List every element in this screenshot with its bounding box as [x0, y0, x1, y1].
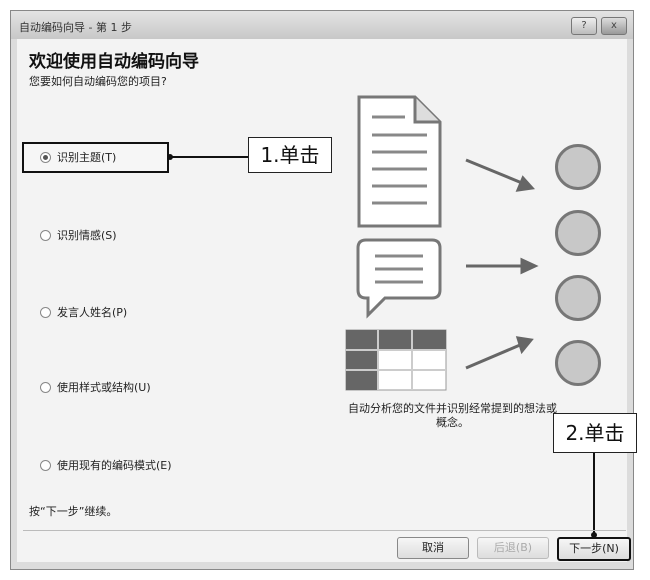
concept-circle: [555, 275, 601, 321]
option-label: 发言人姓名(P): [57, 306, 128, 319]
table-icon: [345, 329, 447, 391]
callout-step-2: 2.单击: [553, 413, 637, 453]
option-label: 使用现有的编码模式(E): [57, 459, 172, 472]
radio-icon[interactable]: [40, 229, 51, 241]
concept-circle: [555, 210, 601, 256]
divider: [23, 530, 626, 531]
page-subtitle: 您要如何自动编码您的项目?: [29, 75, 167, 88]
next-button[interactable]: 下一步(N): [557, 537, 631, 561]
speech-bubble-icon: [356, 238, 442, 319]
title-bar: 自动编码向导 - 第 1 步 ? x: [11, 11, 633, 39]
back-button[interactable]: 后退(B): [477, 537, 549, 559]
cancel-button[interactable]: 取消: [397, 537, 469, 559]
option-existing-pattern[interactable]: 使用现有的编码模式(E): [40, 457, 172, 473]
description-caption: 自动分析您的文件并识别经常提到的想法或概念。: [348, 402, 557, 429]
option-speaker-name[interactable]: 发言人姓名(P): [40, 304, 127, 320]
radio-icon[interactable]: [40, 151, 51, 163]
radio-icon[interactable]: [40, 306, 51, 318]
radio-icon[interactable]: [40, 459, 51, 471]
option-identify-sentiment[interactable]: 识别情感(S): [40, 227, 117, 243]
close-button[interactable]: x: [601, 17, 627, 35]
footer-hint: 按“下一步”继续。: [29, 505, 118, 518]
help-button[interactable]: ?: [571, 17, 597, 35]
arrow-icons: [465, 158, 539, 370]
option-label: 使用样式或结构(U): [57, 381, 151, 394]
document-icon: [357, 95, 442, 228]
highlight-box: [22, 142, 169, 173]
concept-circle: [555, 340, 601, 386]
option-style-structure[interactable]: 使用样式或结构(U): [40, 379, 151, 395]
page-title: 欢迎使用自动编码向导: [29, 52, 199, 72]
window-title: 自动编码向导 - 第 1 步: [19, 21, 132, 34]
option-identify-themes[interactable]: 识别主题(T): [40, 149, 116, 165]
radio-icon[interactable]: [40, 381, 51, 393]
callout-step-1: 1.单击: [248, 137, 332, 173]
concept-circle: [555, 144, 601, 190]
wizard-content: 欢迎使用自动编码向导 您要如何自动编码您的项目?: [17, 39, 627, 562]
option-label: 识别情感(S): [57, 229, 117, 242]
option-label: 识别主题(T): [57, 151, 117, 164]
